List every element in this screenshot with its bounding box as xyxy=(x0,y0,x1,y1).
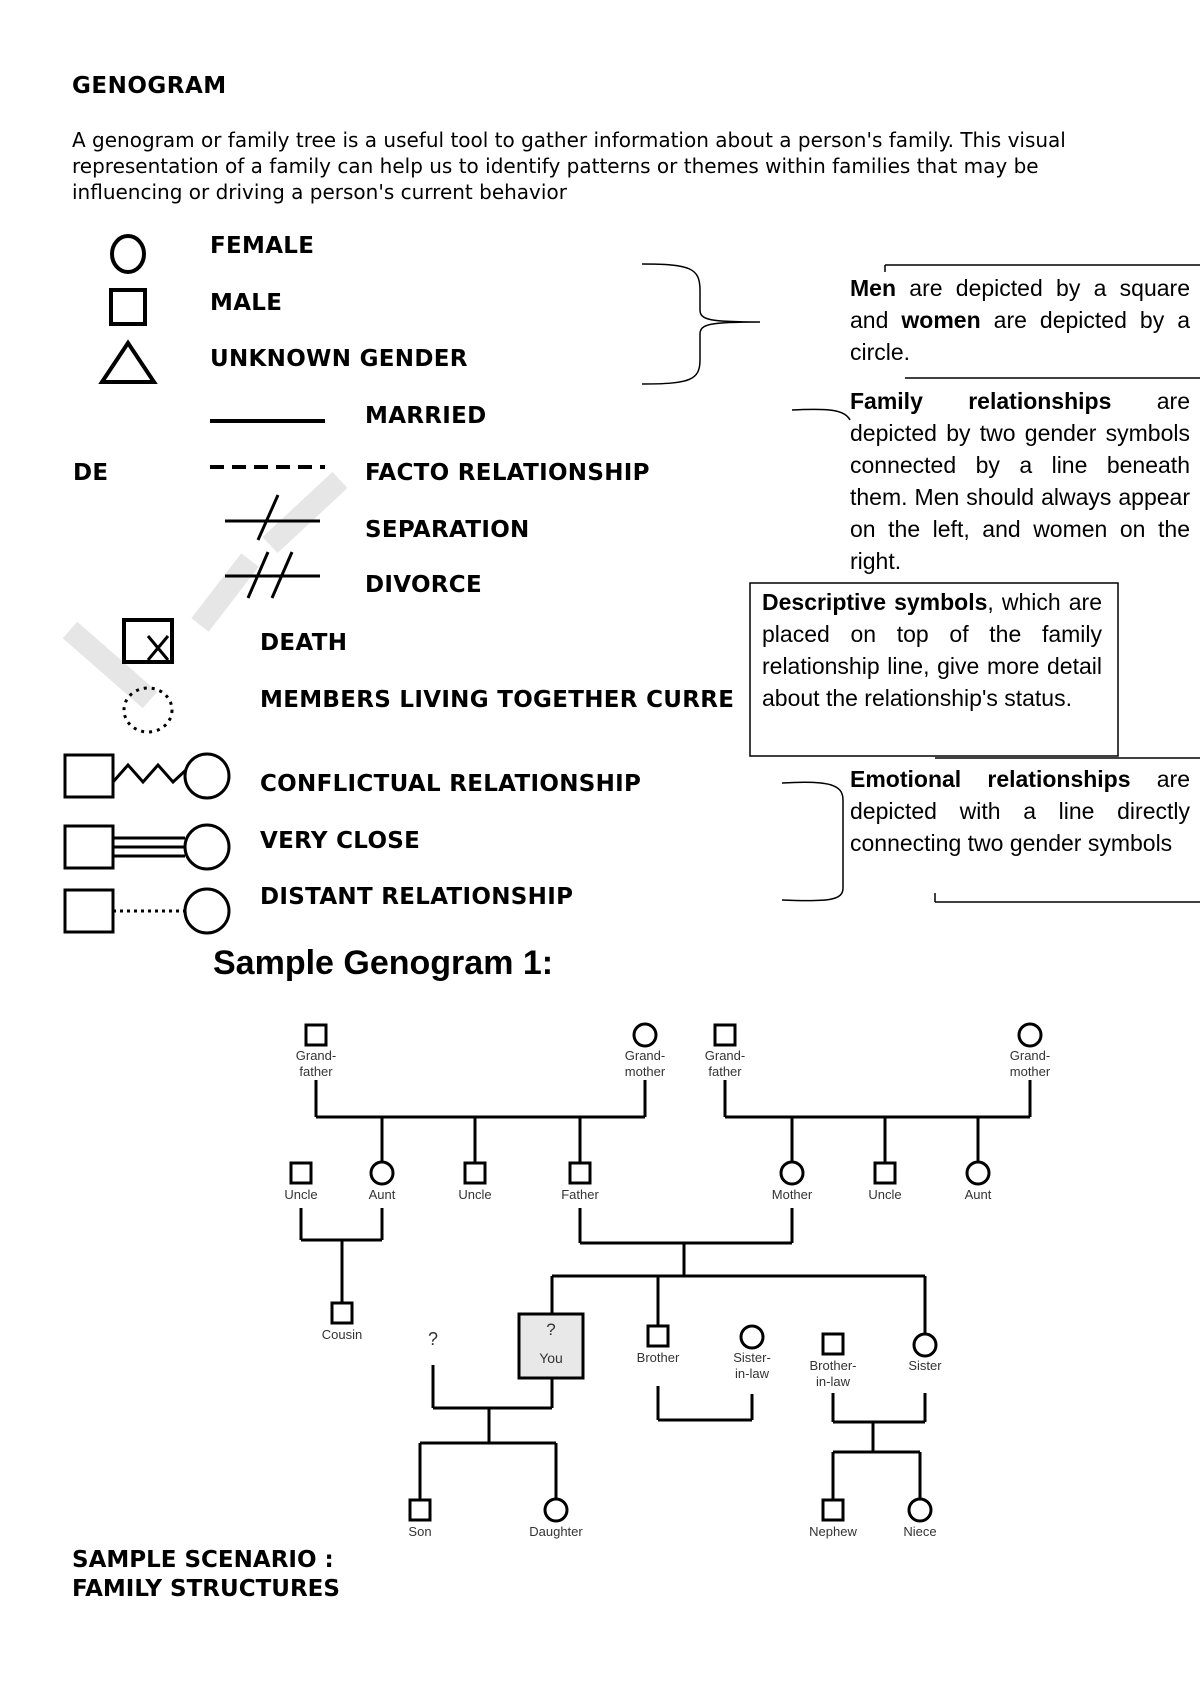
niece-label: Niece xyxy=(903,1524,937,1539)
cousin-symbol-icon xyxy=(330,1301,354,1325)
label-facto: FACTO RELATIONSHIP xyxy=(365,460,650,486)
label-living-together: MEMBERS LIVING TOGETHER CURRE xyxy=(260,687,735,713)
son-symbol-icon xyxy=(408,1498,432,1522)
note-emotional: Emotional relationships are depicted wit… xyxy=(850,766,1190,856)
grandfather1-symbol-icon xyxy=(304,1023,328,1047)
intro-paragraph: A genogram or family tree is a useful to… xyxy=(72,128,1066,204)
uncle1-label: Uncle xyxy=(284,1187,318,1202)
page-title: GENOGRAM xyxy=(72,73,227,99)
uncle2-symbol-icon xyxy=(463,1161,487,1185)
mother-symbol-icon xyxy=(779,1160,805,1186)
uncle2-label: Uncle xyxy=(458,1187,492,1202)
brother-label: Brother xyxy=(636,1350,680,1365)
gf2-label: Grand- father xyxy=(704,1048,746,1079)
divorce-icon xyxy=(225,551,320,599)
living-together-icon xyxy=(122,686,174,734)
uncle1-symbol-icon xyxy=(289,1161,313,1185)
nephew-symbol-icon xyxy=(821,1498,845,1522)
daughter-label: Daughter xyxy=(529,1524,583,1539)
brother-in-law-label: Brother- in-law xyxy=(809,1358,857,1389)
note-gender: Men are depicted by a square and women a… xyxy=(850,275,1191,365)
sister-symbol-icon xyxy=(912,1332,938,1358)
aunt1-symbol-icon xyxy=(369,1160,395,1186)
gf1-label: Grand- father xyxy=(295,1048,337,1079)
label-conflictual: CONFLICTUAL RELATIONSHIP xyxy=(260,771,642,797)
niece-symbol-icon xyxy=(907,1497,933,1523)
label-married: MARRIED xyxy=(365,403,487,429)
family-connector xyxy=(791,408,851,421)
father-symbol-icon xyxy=(568,1161,592,1185)
label-divorce: DIVORCE xyxy=(365,572,482,598)
label-male: MALE xyxy=(210,290,283,316)
sister-label: Sister xyxy=(908,1358,942,1373)
father-label: Father xyxy=(561,1187,599,1202)
label-de: DE xyxy=(73,460,109,486)
scenario-line-2: FAMILY STRUCTURES xyxy=(72,1576,340,1602)
note-family: Family relationships are depicted by two… xyxy=(850,388,1190,574)
daughter-symbol-icon xyxy=(543,1497,569,1523)
sample-genogram-title: Sample Genogram 1: xyxy=(213,944,554,982)
female-symbol-icon xyxy=(110,234,146,274)
distant-icon xyxy=(63,887,231,935)
unknown-gender-icon xyxy=(98,339,158,384)
scenario-line-1: SAMPLE SCENARIO : xyxy=(72,1547,334,1573)
label-very-close: VERY CLOSE xyxy=(260,828,421,854)
label-separation: SEPARATION xyxy=(365,517,530,543)
gm1-label: Grand- mother xyxy=(624,1048,666,1079)
you-mark: ? xyxy=(546,1320,556,1339)
uncle3-label: Uncle xyxy=(868,1187,902,1202)
gender-brace xyxy=(641,263,761,385)
grandmother2-symbol-icon xyxy=(1017,1022,1043,1048)
cousin-label: Cousin xyxy=(321,1327,363,1342)
grandfather2-symbol-icon xyxy=(713,1023,737,1047)
watermark xyxy=(62,471,348,709)
you-label: You xyxy=(539,1350,563,1366)
grandmother1-symbol-icon xyxy=(632,1022,658,1048)
label-female: FEMALE xyxy=(210,233,315,259)
uncle3-symbol-icon xyxy=(873,1161,897,1185)
aunt2-symbol-icon xyxy=(965,1160,991,1186)
nephew-label: Nephew xyxy=(809,1524,857,1539)
conflictual-icon xyxy=(63,752,231,800)
label-unknown-gender: UNKNOWN GENDER xyxy=(210,346,468,372)
sister-in-law-symbol-icon xyxy=(739,1324,765,1350)
descriptive-box xyxy=(749,582,1119,757)
mother-label: Mother xyxy=(771,1187,813,1202)
brother-symbol-icon xyxy=(646,1324,670,1348)
note-descriptive: Descriptive symbols, which are placed on… xyxy=(762,589,1102,711)
death-icon xyxy=(122,618,174,664)
brother-in-law-symbol-icon xyxy=(821,1332,845,1356)
emotional-brace xyxy=(781,781,844,902)
scenario-heading: SAMPLE SCENARIO : FAMILY STRUCTURES xyxy=(72,1546,340,1604)
aunt1-label: Aunt xyxy=(368,1187,396,1202)
male-symbol-icon xyxy=(109,288,147,326)
aunt2-label: Aunt xyxy=(964,1187,992,1202)
son-label: Son xyxy=(408,1524,432,1539)
label-distant: DISTANT RELATIONSHIP xyxy=(260,884,574,910)
separation-icon xyxy=(225,494,320,541)
gm2-label: Grand- mother xyxy=(1009,1048,1051,1079)
sister-in-law-label: Sister- in-law xyxy=(733,1350,771,1381)
very-close-icon xyxy=(63,823,231,871)
unknown-partner-mark: ? xyxy=(427,1329,438,1349)
label-death: DEATH xyxy=(260,630,348,656)
